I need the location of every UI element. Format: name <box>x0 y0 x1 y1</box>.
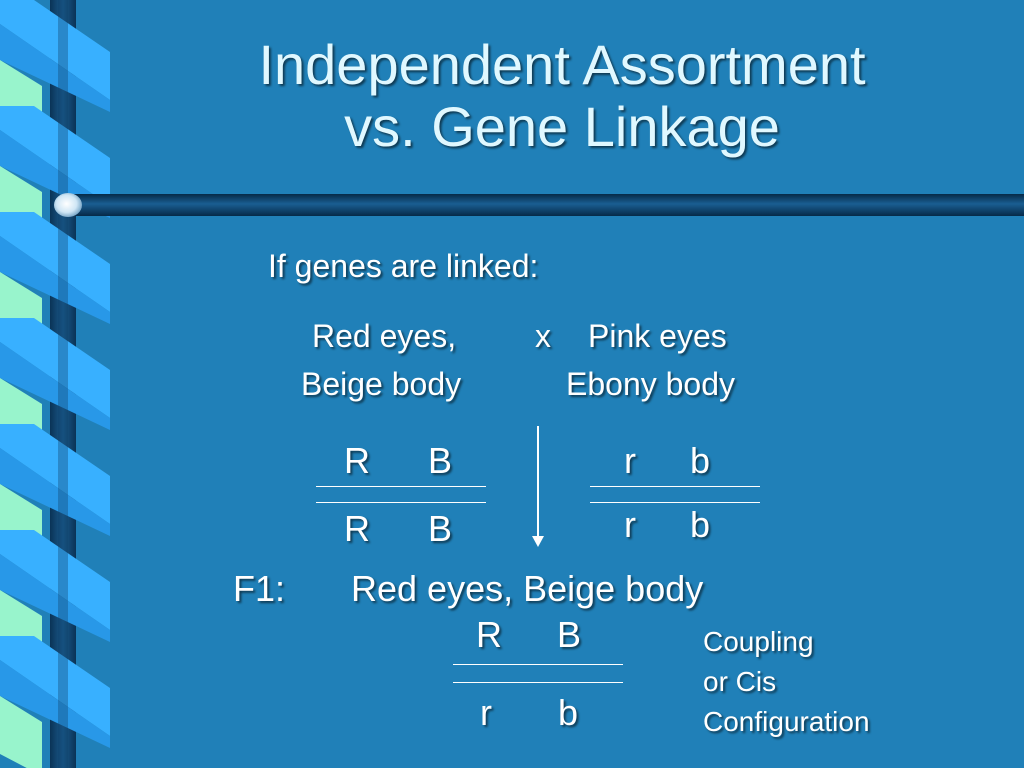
down-arrow-icon <box>532 426 544 547</box>
parent1-line2: Beige body <box>301 366 462 402</box>
parent2-line1: Pink eyes <box>588 318 727 354</box>
f1-phenotype: Red eyes, Beige body <box>351 568 704 609</box>
title-line-1: Independent Assortment <box>258 33 866 96</box>
parent1-line1: Red eyes, <box>312 318 457 354</box>
chromosome-line <box>316 486 486 487</box>
parent2-line2: Ebony body <box>566 366 736 402</box>
chromosome-line <box>453 664 623 665</box>
allele: R <box>344 440 370 481</box>
allele: b <box>690 440 711 481</box>
chromosome-line <box>316 502 486 503</box>
allele: r <box>480 692 492 733</box>
page-title: Independent Assortment vs. Gene Linkage <box>0 34 1024 158</box>
allele: R <box>476 614 502 655</box>
chromosome-line <box>590 502 760 503</box>
note-line-3: Configuration <box>703 706 870 737</box>
allele: b <box>558 692 579 733</box>
configuration-note: Coupling or Cis Configuration <box>703 622 870 742</box>
intro-text: If genes are linked: <box>268 248 539 284</box>
chromosome-line <box>590 486 760 487</box>
dna-ribbon-decoration <box>0 0 110 768</box>
f1-label: F1: <box>233 568 286 609</box>
allele: b <box>690 504 711 545</box>
note-line-2: or Cis <box>703 666 777 697</box>
allele: R <box>344 508 370 549</box>
allele: B <box>557 614 582 655</box>
chromosome-line <box>453 682 623 683</box>
note-line-1: Coupling <box>703 626 814 657</box>
allele: r <box>624 504 636 545</box>
allele: B <box>428 508 453 549</box>
title-divider-bar <box>54 193 1024 217</box>
allele: B <box>428 440 453 481</box>
allele: r <box>624 440 636 481</box>
title-line-2: vs. Gene Linkage <box>344 95 780 158</box>
cross-symbol: x <box>535 318 551 354</box>
